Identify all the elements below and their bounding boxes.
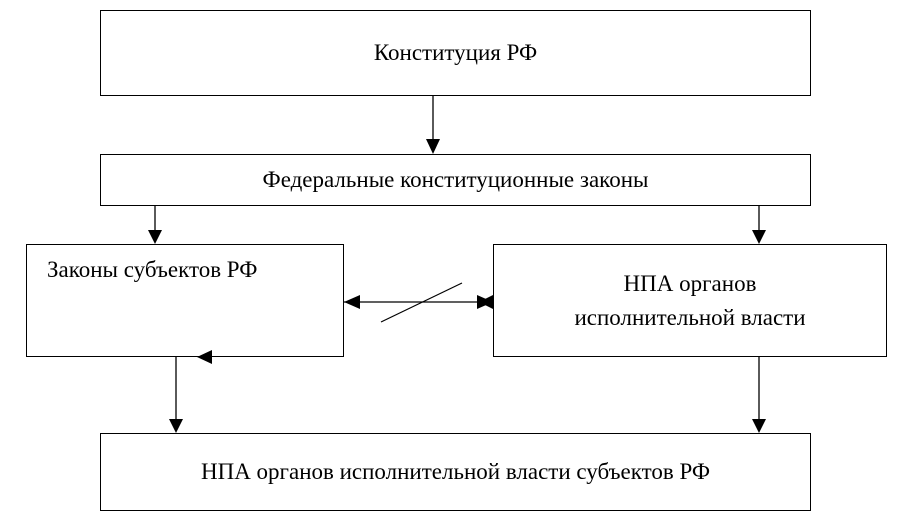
edge-regional-laws-federal-executive-bidirectional xyxy=(344,282,493,323)
arrowhead-right xyxy=(477,295,493,309)
arrowhead-left-inner xyxy=(479,295,493,309)
arrowhead-down xyxy=(426,139,440,154)
node-federal-executive-acts-text: НПА органов исполнительной власти xyxy=(574,267,805,334)
edge-regional-laws-to-bottom xyxy=(169,350,212,433)
edge-fkz-to-regional-laws xyxy=(148,206,162,244)
edge-federal-executive-to-bottom xyxy=(752,357,766,433)
arrowhead-down xyxy=(752,419,766,433)
arrowhead-left xyxy=(344,295,360,309)
node-regional-executive-acts-label: НПА органов исполнительной власти субъек… xyxy=(200,459,711,485)
edge-constitution-to-fkz xyxy=(426,96,440,154)
node-federal-executive-acts-line-2: исполнительной власти xyxy=(574,304,806,330)
arrowhead-down xyxy=(752,230,766,244)
arrowhead-down xyxy=(169,419,183,433)
node-regional-laws-label: Законы субъектов РФ xyxy=(47,257,258,282)
node-federal-constitutional-laws: Федеральные конституционные законы xyxy=(100,154,811,206)
node-federal-constitutional-laws-label: Федеральные конституционные законы xyxy=(262,167,649,193)
node-regional-laws: Законы субъектов РФ xyxy=(26,244,344,357)
node-regional-executive-acts: НПА органов исполнительной власти субъек… xyxy=(100,433,811,511)
node-constitution-label: Конституция РФ xyxy=(373,40,538,66)
node-federal-executive-acts: НПА органов исполнительной власти xyxy=(493,244,887,357)
node-constitution: Конституция РФ xyxy=(100,10,811,96)
crossed-out-mark xyxy=(380,282,463,323)
edge-fkz-to-federal-executive xyxy=(752,206,766,244)
node-federal-executive-acts-line-1: НПА органов xyxy=(623,271,757,297)
arrowhead-down xyxy=(148,230,162,244)
